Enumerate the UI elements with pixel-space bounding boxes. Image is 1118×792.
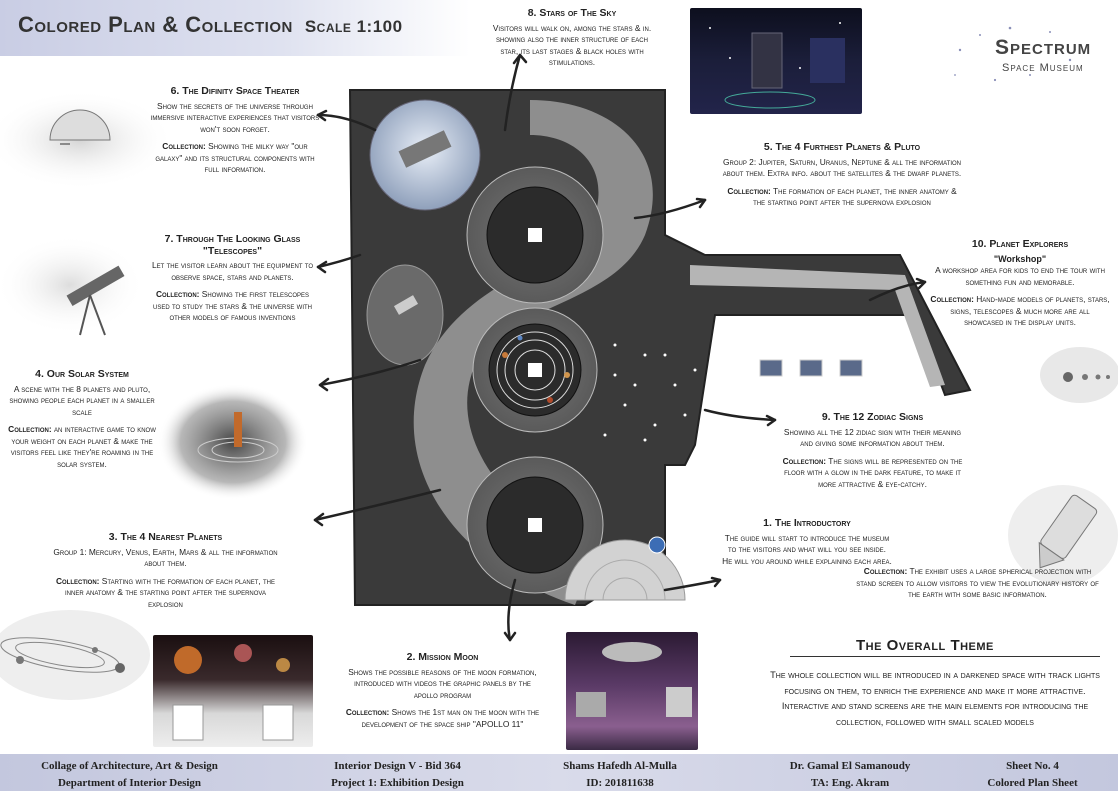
floor-plan xyxy=(348,89,972,606)
footer-course: Interior Design V - Bid 364 Project 1: E… xyxy=(310,758,485,792)
section-introductory-collection: Collection: The exhibit uses a large sph… xyxy=(855,566,1100,607)
collection-text: Showing the first telescopes used to stu… xyxy=(153,289,312,322)
collection-text: The signs will be represented on the flo… xyxy=(784,455,963,489)
footer-sheet-number: Sheet No. 4 xyxy=(1006,760,1059,772)
museum-name: Spectrum xyxy=(995,36,1092,59)
section-mission-moon: 2. Mission Moon Shows the possible reaso… xyxy=(345,651,540,736)
capsule-sketch-image xyxy=(1008,485,1118,585)
collection-label: Collection: xyxy=(155,289,200,299)
section-description: Group 1: Mercury, Venus, Earth, Mars & a… xyxy=(53,546,278,569)
collection-text: Showing the milky way "our galaxy" and i… xyxy=(155,141,315,174)
footer-instructor-name: Dr. Gamal El Samanoudy xyxy=(789,760,911,772)
collection-text: Starting with the formation of each plan… xyxy=(65,575,276,609)
collection-text: The formation of each planet, the inner … xyxy=(753,185,957,208)
section-furthest-planets: 5. The 4 Furthest Planets & Pluto Group … xyxy=(722,141,962,215)
section-subtitle: "Workshop" xyxy=(993,253,1047,264)
section-description: The guide will start to introduce the mu… xyxy=(722,532,892,566)
footer-student-id: ID: 201811638 xyxy=(586,777,654,789)
collection-text: Hand-made models of planets, stars, sign… xyxy=(950,294,1110,327)
zodiac-signs xyxy=(603,343,697,442)
section-planet-explorers: 10. Planet Explorers "Workshop" A worksh… xyxy=(930,238,1110,335)
footer-college: Collage of Architecture, Art & Design De… xyxy=(22,758,237,792)
section-description: Showing all the 12 zidiac sign with thei… xyxy=(783,426,962,449)
stars-decoration xyxy=(954,26,1072,82)
section-title: 2. Mission Moon xyxy=(406,651,479,663)
museum-subtitle: Space Museum xyxy=(1002,62,1084,74)
collection-label: Collection: xyxy=(345,707,390,717)
collection-label: Collection: xyxy=(55,575,100,586)
footer-student: Shams Hafedh Al-Mulla ID: 201811638 xyxy=(545,758,695,792)
title-bar xyxy=(0,0,470,56)
collection-label: Collection: xyxy=(782,455,827,466)
section-title: 4. Our Solar System xyxy=(35,368,129,380)
theme-divider xyxy=(790,656,1100,657)
section-title: 9. The 12 Zodiac Signs xyxy=(821,411,924,423)
section-description: Let the visitor learn about the equipmen… xyxy=(151,260,314,282)
collection-text: an interactive game to know your weight … xyxy=(10,424,156,469)
footer-sheet: Sheet No. 4 Colored Plan Sheet xyxy=(970,758,1095,792)
solar-system-image xyxy=(158,384,308,500)
planet-rings-sketch-image xyxy=(0,610,150,700)
section-description: Group 2: Jupiter, Saturn, Uranus, Neptun… xyxy=(722,156,962,179)
collection-text: The exhibit uses a large spherical proje… xyxy=(856,566,1099,599)
introductory-area xyxy=(564,539,686,601)
footer-instructor: Dr. Gamal El Samanoudy TA: Eng. Akram xyxy=(770,758,930,792)
section-description: Shows the possible reasons of the moon f… xyxy=(348,666,537,700)
section-title: 10. Planet Explorers xyxy=(971,238,1069,250)
stars-sky-photo xyxy=(690,8,862,114)
theme-title: The Overall Theme xyxy=(856,637,994,654)
planet-markers xyxy=(502,335,570,403)
footer-department: Department of Interior Design xyxy=(57,777,202,789)
scale-label: Scale 1:100 xyxy=(304,17,403,36)
section-description: A workshop area for kids to end the tour… xyxy=(935,265,1105,287)
footer-project: Project 1: Exhibition Design xyxy=(331,777,464,789)
theme-text: The whole collection will be introduced … xyxy=(770,670,1100,727)
section-description: Visitors will walk on, among the stars &… xyxy=(492,22,652,68)
section-stars-sky: 8. Stars of The Sky Visitors will walk o… xyxy=(492,7,652,75)
workshop-corridor xyxy=(690,265,945,387)
footer-student-name: Shams Hafedh Al-Mulla xyxy=(563,760,677,772)
telescope-sketch-image xyxy=(0,235,145,336)
footer-sheet-title: Colored Plan Sheet xyxy=(987,777,1078,789)
section-title: 5. The 4 Furthest Planets & Pluto xyxy=(763,141,921,153)
collection-label: Collection: xyxy=(162,141,206,151)
dome-sketch-image xyxy=(0,90,175,190)
collection-text: Shows the 1st man on the moon with the d… xyxy=(361,707,540,729)
mission-moon-photo xyxy=(566,632,698,750)
section-title: 1. The Introductory xyxy=(763,517,851,529)
planets-row-sketch-image xyxy=(1040,347,1118,403)
section-title: 6. The Difinity Space Theater xyxy=(170,85,300,97)
collection-label: Collection: xyxy=(930,294,974,304)
footer-bar: Collage of Architecture, Art & Design De… xyxy=(0,754,1118,791)
section-telescopes: 7. Through The Looking Glass "Telescopes… xyxy=(150,233,315,330)
section-introductory: 1. The Introductory The guide will start… xyxy=(722,517,892,573)
collection-label: Collection: xyxy=(863,566,908,576)
section-title-quote: "Telescopes" xyxy=(202,244,263,257)
section-title: 7. Through The Looking Glass xyxy=(164,233,301,245)
section-description: A scene with the 8 planets and pluto, sh… xyxy=(9,383,155,417)
section-description: Show the secrets of the universe through… xyxy=(150,100,320,134)
workshop-tables xyxy=(759,359,863,377)
collection-label: Collection: xyxy=(727,185,771,196)
section-zodiac-signs: 9. The 12 Zodiac Signs Showing all the 1… xyxy=(780,411,965,496)
section-space-theater: 6. The Difinity Space Theater Show the s… xyxy=(150,85,320,182)
section-nearest-planets: 3. The 4 Nearest Planets Group 1: Mercur… xyxy=(48,531,283,616)
collection-label: Collection: xyxy=(8,424,52,434)
footer-ta: TA: Eng. Akram xyxy=(810,777,890,789)
footer-course-name: Interior Design V - Bid 364 xyxy=(334,760,461,772)
section-title: 8. Stars of The Sky xyxy=(527,7,617,19)
footer-college-name: Collage of Architecture, Art & Design xyxy=(41,760,218,772)
section-title: 3. The 4 Nearest Planets xyxy=(108,531,223,543)
planets-gallery-photo xyxy=(153,635,313,747)
section-solar-system: 4. Our Solar System A scene with the 8 p… xyxy=(2,368,162,476)
